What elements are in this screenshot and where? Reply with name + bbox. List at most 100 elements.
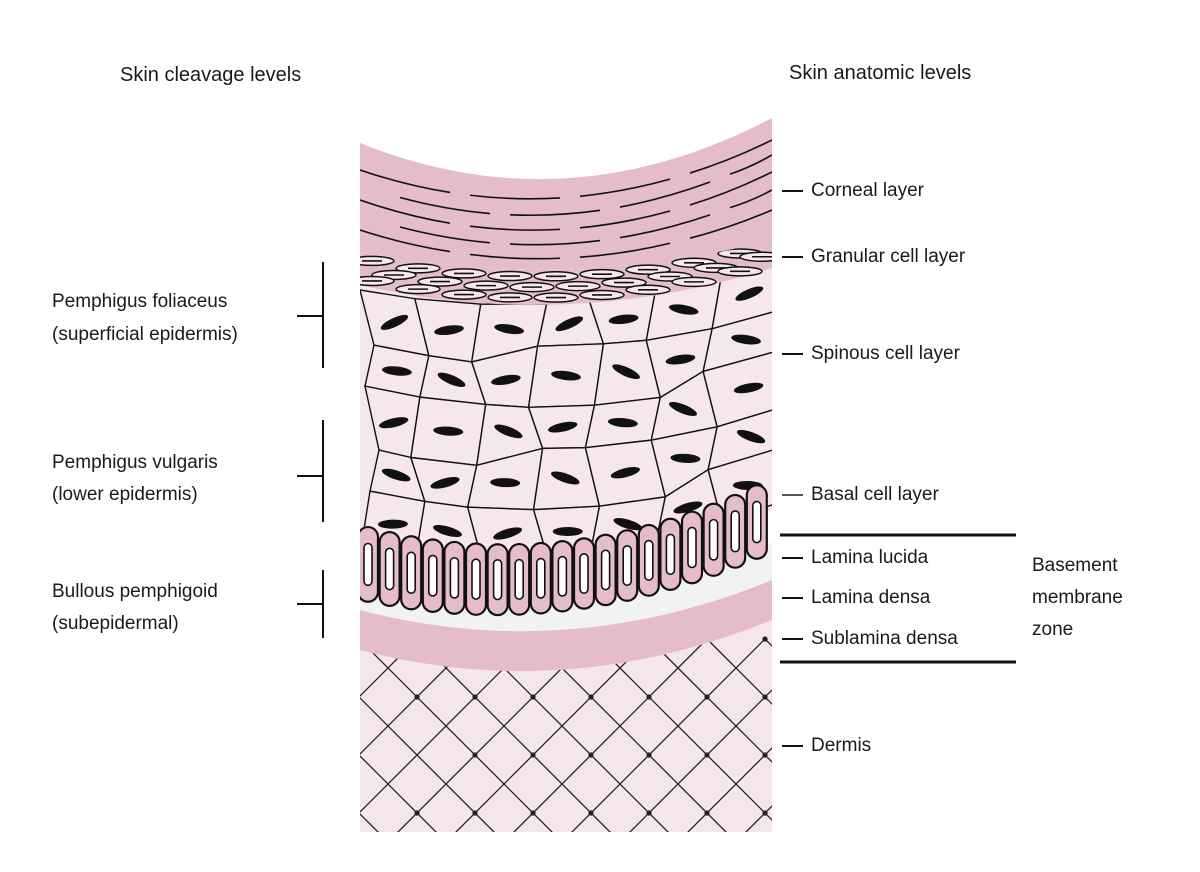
cleavage-disease-label: Bullous pemphigoid bbox=[52, 581, 218, 602]
dermis-fiber bbox=[0, 640, 126, 870]
dermis-fiber bbox=[998, 640, 1200, 870]
basal-nucleus bbox=[492, 559, 503, 601]
anatomic-label-granular: Granular cell layer bbox=[811, 246, 966, 267]
cell-nucleus bbox=[731, 334, 761, 345]
cell-nucleus bbox=[736, 429, 766, 444]
dermis-node bbox=[472, 694, 478, 700]
cell-nucleus bbox=[380, 314, 409, 330]
dermis-node bbox=[762, 752, 768, 758]
cell-nucleus bbox=[610, 467, 640, 479]
dermis-fiber bbox=[707, 639, 772, 832]
dermis-node bbox=[646, 868, 651, 872]
cell-nucleus bbox=[550, 471, 580, 485]
dermis-fiber bbox=[128, 640, 358, 870]
cell-nucleus bbox=[493, 527, 523, 540]
basement-zone-label: membrane bbox=[1032, 587, 1123, 608]
basal-nucleus bbox=[579, 553, 589, 594]
basal-nucleus bbox=[687, 526, 697, 569]
dermis-fiber bbox=[765, 639, 772, 832]
corneal-line bbox=[689, 139, 772, 174]
cell-nucleus bbox=[433, 426, 464, 436]
dermis-node bbox=[588, 868, 593, 872]
corneal-line bbox=[360, 229, 451, 253]
dermis-node bbox=[820, 810, 825, 815]
dermis-fiber bbox=[0, 640, 126, 870]
corneal-line bbox=[509, 239, 601, 246]
dermis-fiber bbox=[940, 640, 1170, 870]
cell-nucleus bbox=[430, 477, 460, 489]
corneal-line bbox=[360, 199, 451, 225]
dermis-node bbox=[704, 694, 710, 700]
corneal-line bbox=[469, 225, 561, 231]
dermis-node bbox=[530, 752, 536, 758]
dermis-node bbox=[414, 694, 420, 700]
dermis-node bbox=[588, 694, 594, 700]
dermis-node bbox=[762, 694, 768, 700]
cleavage-level-label: (lower epidermis) bbox=[52, 484, 198, 505]
cell-nucleus bbox=[433, 525, 463, 538]
dermis-node bbox=[762, 868, 767, 872]
cell-nucleus bbox=[490, 478, 521, 488]
dermis-node bbox=[588, 810, 594, 816]
anatomic-label-corneal: Corneal layer bbox=[811, 180, 924, 201]
basal-nucleus bbox=[730, 510, 741, 553]
anatomic-label-spinous: Spinous cell layer bbox=[811, 343, 960, 364]
cleavage-disease-label: Pemphigus foliaceus bbox=[52, 291, 228, 312]
sublamina-densa-band bbox=[360, 580, 772, 672]
corneal-line bbox=[469, 194, 561, 200]
cell-nucleus bbox=[491, 374, 521, 386]
corneal-line bbox=[399, 226, 491, 244]
basal-nucleus bbox=[535, 557, 546, 599]
dermis-node bbox=[762, 636, 768, 642]
basal-nucleus bbox=[514, 558, 525, 600]
basal-nucleus bbox=[384, 547, 395, 591]
cell-nucleus bbox=[552, 527, 583, 537]
cell-nucleus bbox=[733, 382, 764, 394]
cell-nucleus bbox=[607, 417, 638, 428]
corneal-line bbox=[619, 181, 711, 208]
right-heading: Skin anatomic levels bbox=[789, 62, 972, 84]
basal-cells bbox=[360, 484, 768, 617]
spinous-cells bbox=[360, 261, 772, 561]
corneal-line bbox=[579, 242, 671, 258]
dermis-node bbox=[704, 752, 710, 758]
basement-zone-label: zone bbox=[1032, 619, 1074, 640]
cell-nucleus bbox=[434, 325, 464, 336]
corneal-line bbox=[399, 196, 491, 215]
dermis-fiber bbox=[1056, 640, 1200, 870]
corneal-line bbox=[579, 210, 671, 229]
cell-nucleus bbox=[379, 417, 409, 429]
cell-nucleus bbox=[377, 519, 408, 529]
dermis-node bbox=[588, 752, 594, 758]
dermis-node bbox=[704, 810, 710, 816]
dermis-node bbox=[414, 810, 420, 816]
corneal-line bbox=[689, 171, 772, 206]
corneal-line bbox=[729, 189, 772, 209]
cleavage-level-label: (subepidermal) bbox=[52, 613, 179, 634]
corneal-line bbox=[579, 178, 671, 198]
corneal-lines bbox=[360, 139, 772, 260]
basal-nucleus bbox=[708, 518, 719, 561]
anatomic-label-basal: Basal cell layer bbox=[811, 484, 939, 505]
dermis-fiber bbox=[360, 639, 475, 832]
dermis-node bbox=[646, 810, 652, 816]
cell-nucleus bbox=[735, 286, 764, 301]
basal-nucleus bbox=[751, 500, 762, 544]
basal-nucleus bbox=[406, 551, 417, 595]
dermis-fiber bbox=[882, 640, 1112, 870]
cell-nucleus bbox=[551, 370, 581, 381]
dermis-region bbox=[360, 620, 772, 832]
cell-nucleus bbox=[665, 354, 696, 365]
cell-nucleus bbox=[608, 314, 639, 325]
cell-nucleus bbox=[437, 372, 466, 387]
corneal-line bbox=[509, 209, 601, 217]
dermis-node bbox=[530, 694, 536, 700]
basal-nucleus bbox=[600, 549, 611, 591]
cell-nucleus bbox=[494, 324, 524, 335]
dermis-fiber bbox=[360, 639, 417, 832]
basal-nucleus bbox=[557, 555, 568, 597]
dermis-fiber bbox=[1056, 640, 1200, 870]
left-heading: Skin cleavage levels bbox=[120, 64, 302, 86]
dermis-fiber bbox=[360, 639, 533, 832]
